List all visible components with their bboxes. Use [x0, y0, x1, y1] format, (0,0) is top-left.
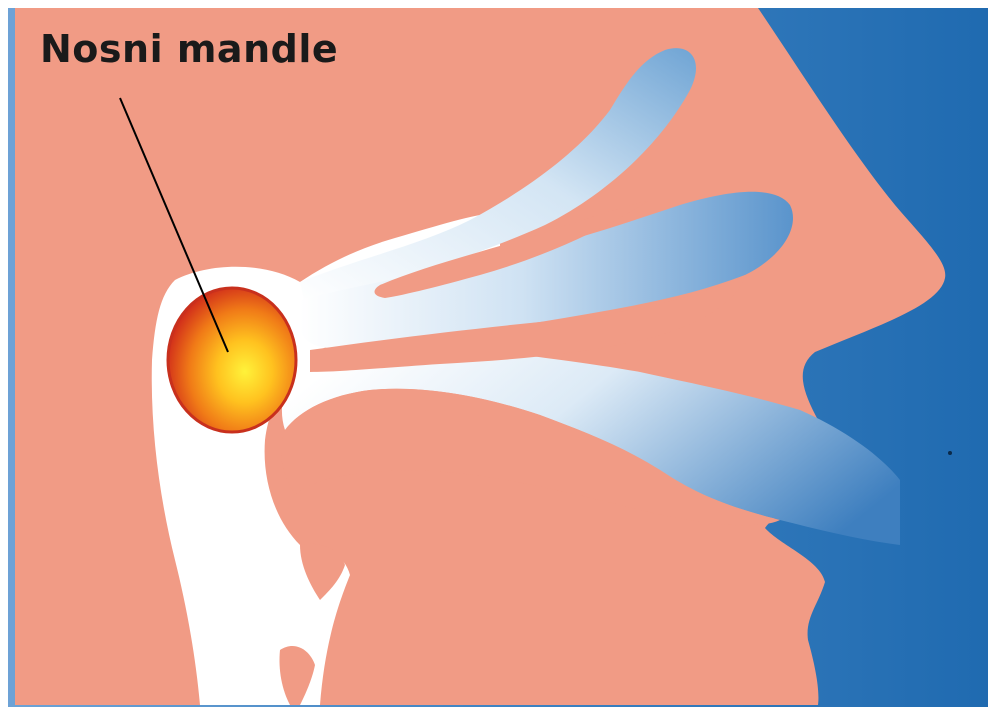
diagram-label: Nosni mandle [40, 27, 338, 71]
nasal-tonsil [168, 288, 296, 432]
nostril-dot [948, 451, 952, 455]
